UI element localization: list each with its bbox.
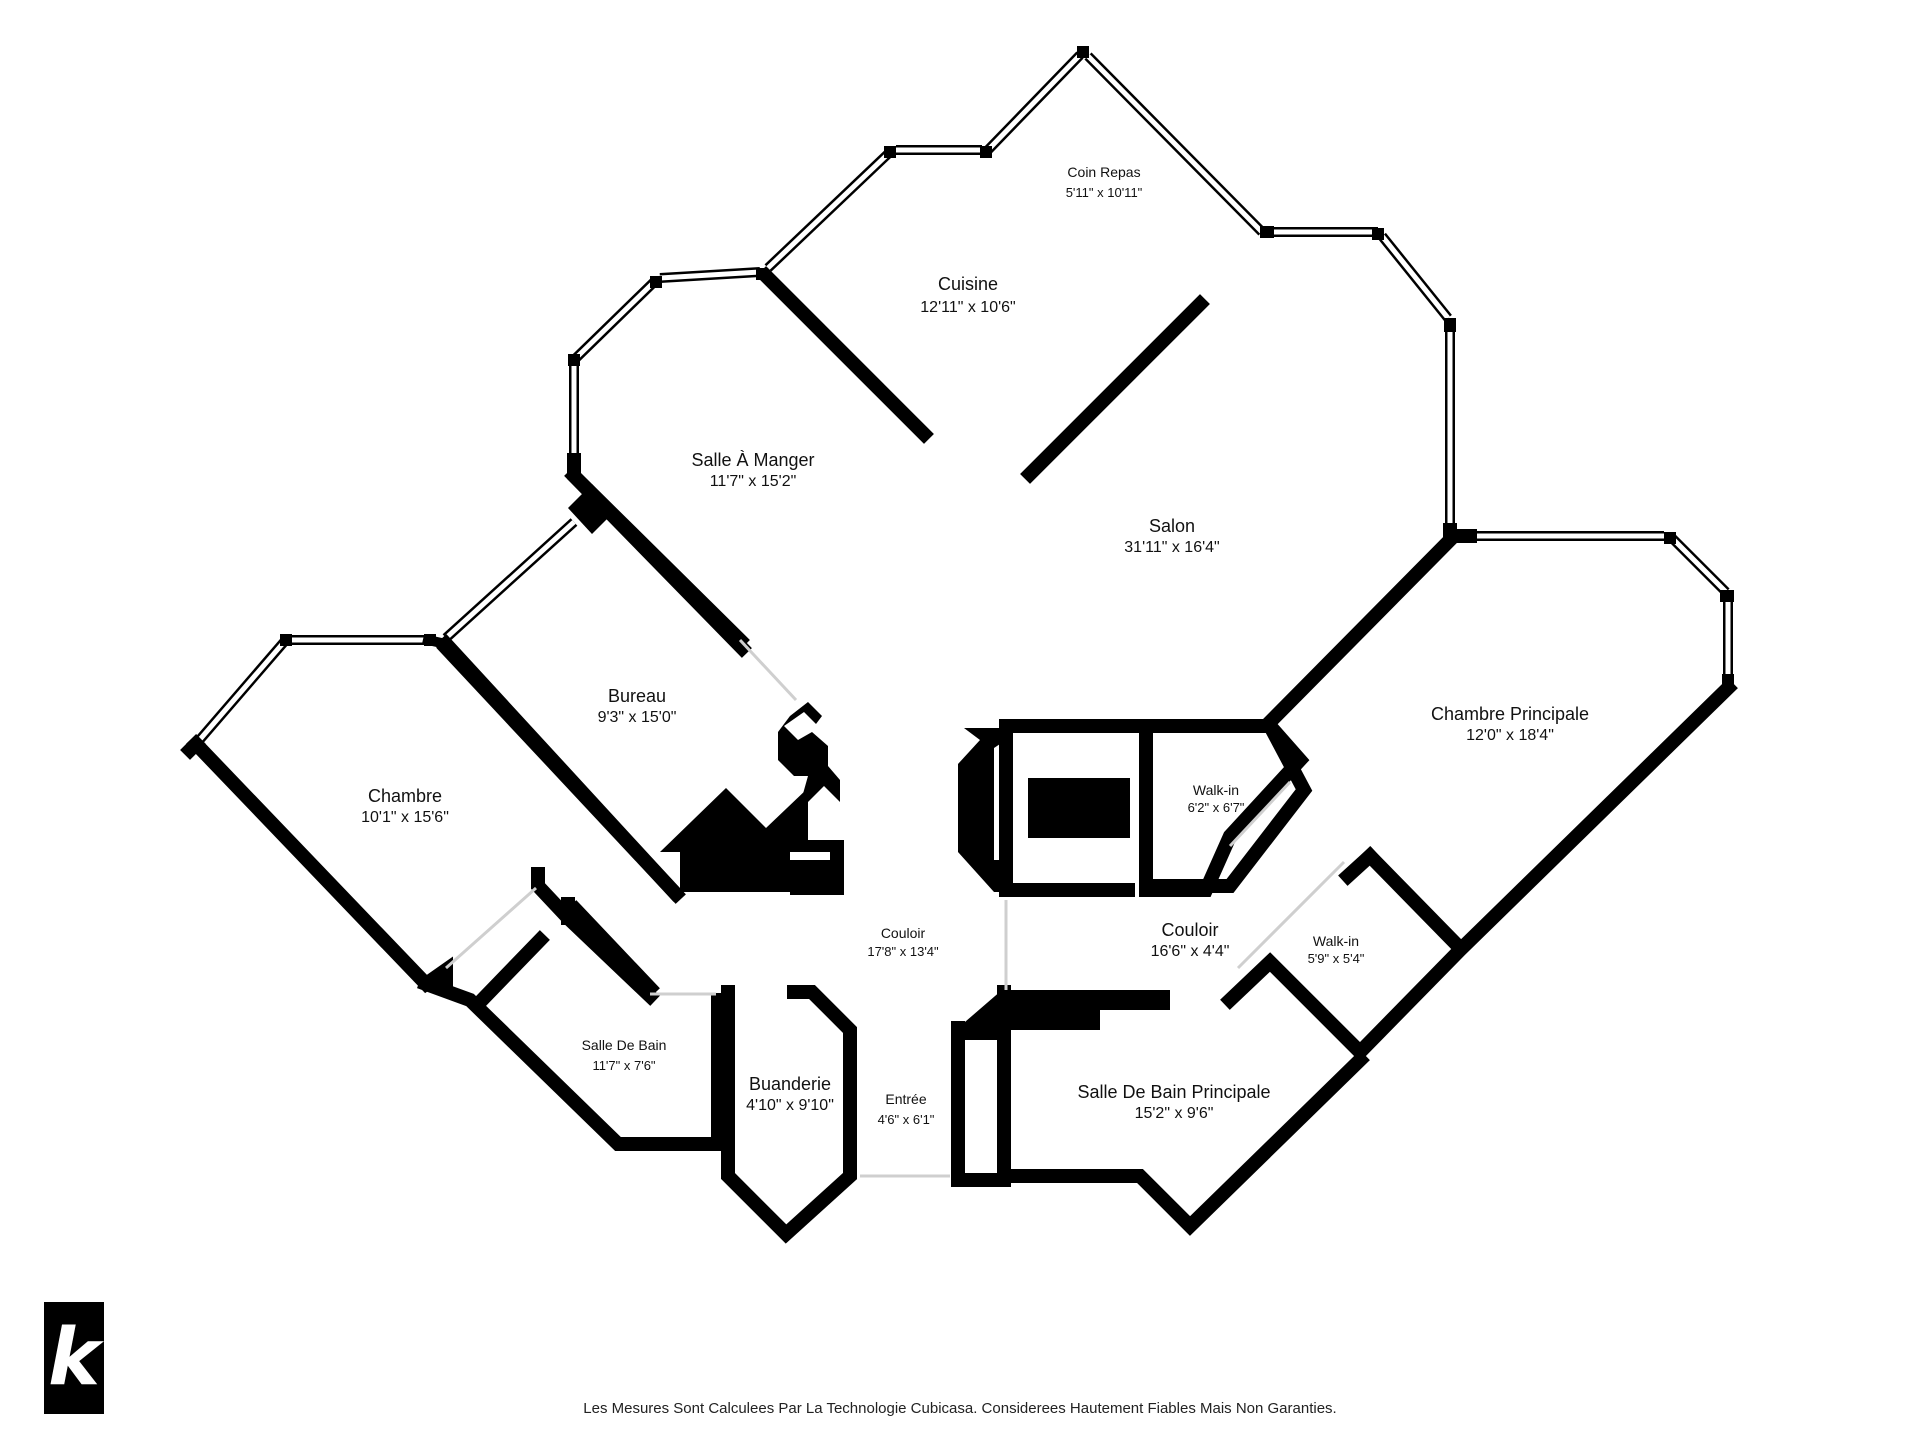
svg-text:11'7" x 15'2": 11'7" x 15'2" xyxy=(710,473,797,490)
svg-text:12'0" x 18'4": 12'0" x 18'4" xyxy=(1466,727,1554,744)
room-couloir-2: Couloir 16'6" x 4'4" xyxy=(1151,920,1230,960)
svg-text:Cuisine: Cuisine xyxy=(938,274,998,294)
svg-text:9'3" x 15'0": 9'3" x 15'0" xyxy=(598,709,677,726)
room-walk-in-1: Walk-in 6'2" x 6'7" xyxy=(1188,782,1245,815)
svg-text:17'8" x 13'4": 17'8" x 13'4" xyxy=(867,944,939,959)
room-entree: Entrée 4'6" x 6'1" xyxy=(878,1091,935,1127)
svg-text:Salle De Bain Principale: Salle De Bain Principale xyxy=(1077,1082,1270,1102)
room-salle-de-bain-principale: Salle De Bain Principale 15'2" x 9'6" xyxy=(1077,1082,1270,1122)
room-bureau: Bureau 9'3" x 15'0" xyxy=(598,686,677,726)
measurement-disclaimer: Les Mesures Sont Calculees Par La Techno… xyxy=(583,1400,1337,1417)
room-cuisine: Cuisine 12'11" x 10'6" xyxy=(920,274,1015,316)
room-couloir-1: Couloir 17'8" x 13'4" xyxy=(867,925,939,959)
cubicasa-logo-icon: k xyxy=(44,1302,104,1414)
svg-text:Salle À Manger: Salle À Manger xyxy=(691,450,814,470)
svg-text:5'9" x 5'4": 5'9" x 5'4" xyxy=(1308,951,1365,966)
room-chambre-principale: Chambre Principale 12'0" x 18'4" xyxy=(1431,704,1589,744)
svg-text:Walk-in: Walk-in xyxy=(1193,782,1239,798)
room-labels: Coin Repas 5'11" x 10'11" Cuisine 12'11"… xyxy=(361,164,1589,1127)
walls xyxy=(180,266,1738,1244)
room-salle-a-manger: Salle À Manger 11'7" x 15'2" xyxy=(691,450,814,490)
svg-text:16'6" x 4'4": 16'6" x 4'4" xyxy=(1151,943,1230,960)
svg-text:4'10" x 9'10": 4'10" x 9'10" xyxy=(746,1097,834,1114)
svg-text:Couloir: Couloir xyxy=(881,925,926,941)
svg-text:Salon: Salon xyxy=(1149,516,1195,536)
svg-text:11'7" x 7'6": 11'7" x 7'6" xyxy=(592,1058,655,1073)
svg-text:Walk-in: Walk-in xyxy=(1313,933,1359,949)
room-coin-repas: Coin Repas 5'11" x 10'11" xyxy=(1066,164,1143,200)
svg-text:Buanderie: Buanderie xyxy=(749,1074,831,1094)
svg-text:Couloir: Couloir xyxy=(1161,920,1218,940)
room-salle-de-bain: Salle De Bain 11'7" x 7'6" xyxy=(582,1037,667,1073)
svg-text:Coin Repas: Coin Repas xyxy=(1067,164,1140,180)
svg-text:Bureau: Bureau xyxy=(608,686,666,706)
svg-text:4'6" x 6'1": 4'6" x 6'1" xyxy=(878,1112,935,1127)
svg-text:15'2" x 9'6": 15'2" x 9'6" xyxy=(1135,1105,1214,1122)
svg-text:31'11" x 16'4": 31'11" x 16'4" xyxy=(1124,539,1219,556)
svg-text:Chambre Principale: Chambre Principale xyxy=(1431,704,1589,724)
svg-text:Entrée: Entrée xyxy=(885,1091,926,1107)
room-salon: Salon 31'11" x 16'4" xyxy=(1124,516,1219,556)
room-walk-in-2: Walk-in 5'9" x 5'4" xyxy=(1308,933,1365,966)
svg-text:Salle De Bain: Salle De Bain xyxy=(582,1037,667,1053)
svg-text:10'1" x 15'6": 10'1" x 15'6" xyxy=(361,809,449,826)
svg-text:12'11" x 10'6": 12'11" x 10'6" xyxy=(920,299,1015,316)
room-buanderie: Buanderie 4'10" x 9'10" xyxy=(746,1074,834,1114)
svg-text:Chambre: Chambre xyxy=(368,786,442,806)
room-chambre: Chambre 10'1" x 15'6" xyxy=(361,786,449,826)
windows xyxy=(192,51,1733,748)
door-openings xyxy=(445,638,1346,1178)
svg-text:6'2" x 6'7": 6'2" x 6'7" xyxy=(1188,800,1245,815)
svg-text:5'11" x 10'11": 5'11" x 10'11" xyxy=(1066,185,1143,200)
